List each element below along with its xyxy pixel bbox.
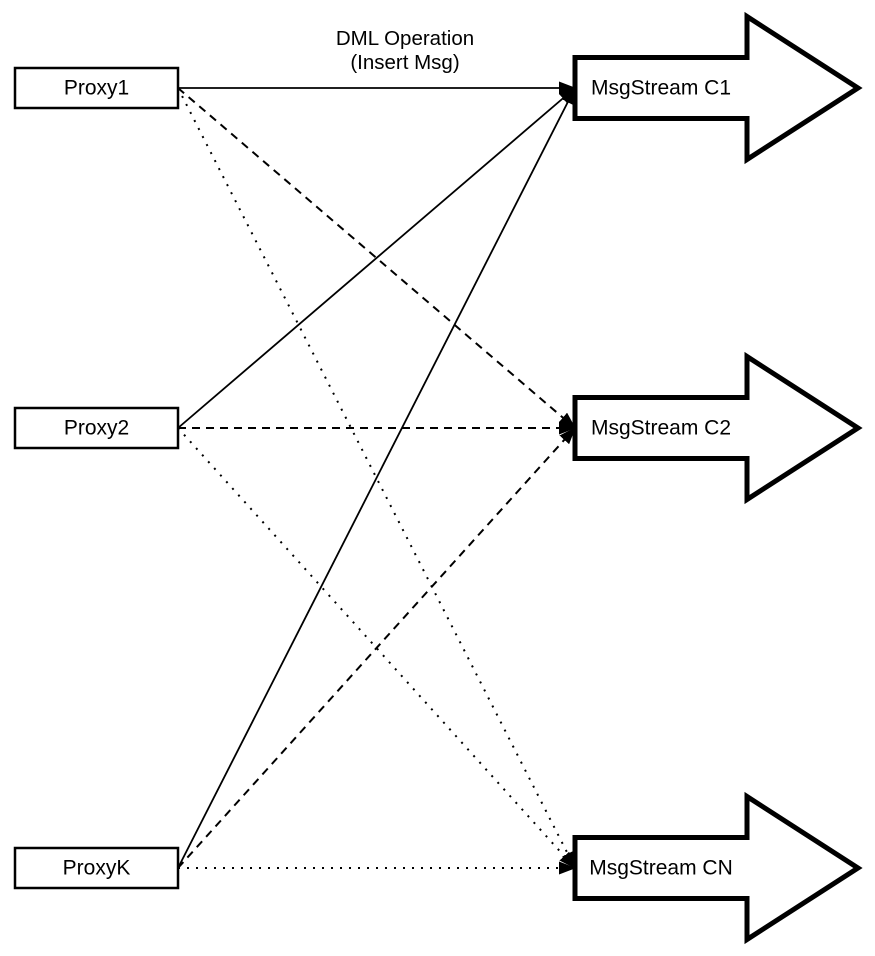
stream-arrow-c2 (572, 351, 863, 505)
edge-proxy1-c2 (177, 87, 576, 429)
stream-label-c1: MsgStream C1 (591, 77, 731, 100)
proxy-box-proxy1 (13, 66, 180, 110)
proxy-box-proxy2 (13, 406, 180, 450)
stream-arrow-cn (572, 791, 863, 945)
edge-proxyk-c2 (177, 427, 576, 869)
proxy-label-proxy2: Proxy2 (64, 417, 129, 440)
stream-label-cn: MsgStream CN (589, 857, 733, 880)
proxy-node-proxy2: Proxy2 (13, 406, 180, 450)
edge-proxyk-c1 (177, 87, 576, 869)
diagram-title-line1: DML Operation (336, 27, 474, 50)
stream-label-c2: MsgStream C2 (591, 417, 731, 440)
stream-node-cn: MsgStream CN (572, 791, 863, 945)
proxy-box-proxyk (13, 846, 180, 890)
proxy-label-proxyk: ProxyK (63, 857, 131, 880)
proxy-node-proxyk: ProxyK (13, 846, 180, 890)
diagram-title-line2: (Insert Msg) (350, 51, 459, 74)
stream-node-c1: MsgStream C1 (572, 11, 863, 165)
stream-node-c2: MsgStream C2 (572, 351, 863, 505)
stream-arrow-c1 (572, 11, 863, 165)
edges-layer (177, 81, 576, 875)
edge-proxy1-cn (177, 87, 576, 869)
proxy-label-proxy1: Proxy1 (64, 77, 129, 100)
edge-proxy2-c1 (177, 87, 576, 429)
proxy-node-proxy1: Proxy1 (13, 66, 180, 110)
